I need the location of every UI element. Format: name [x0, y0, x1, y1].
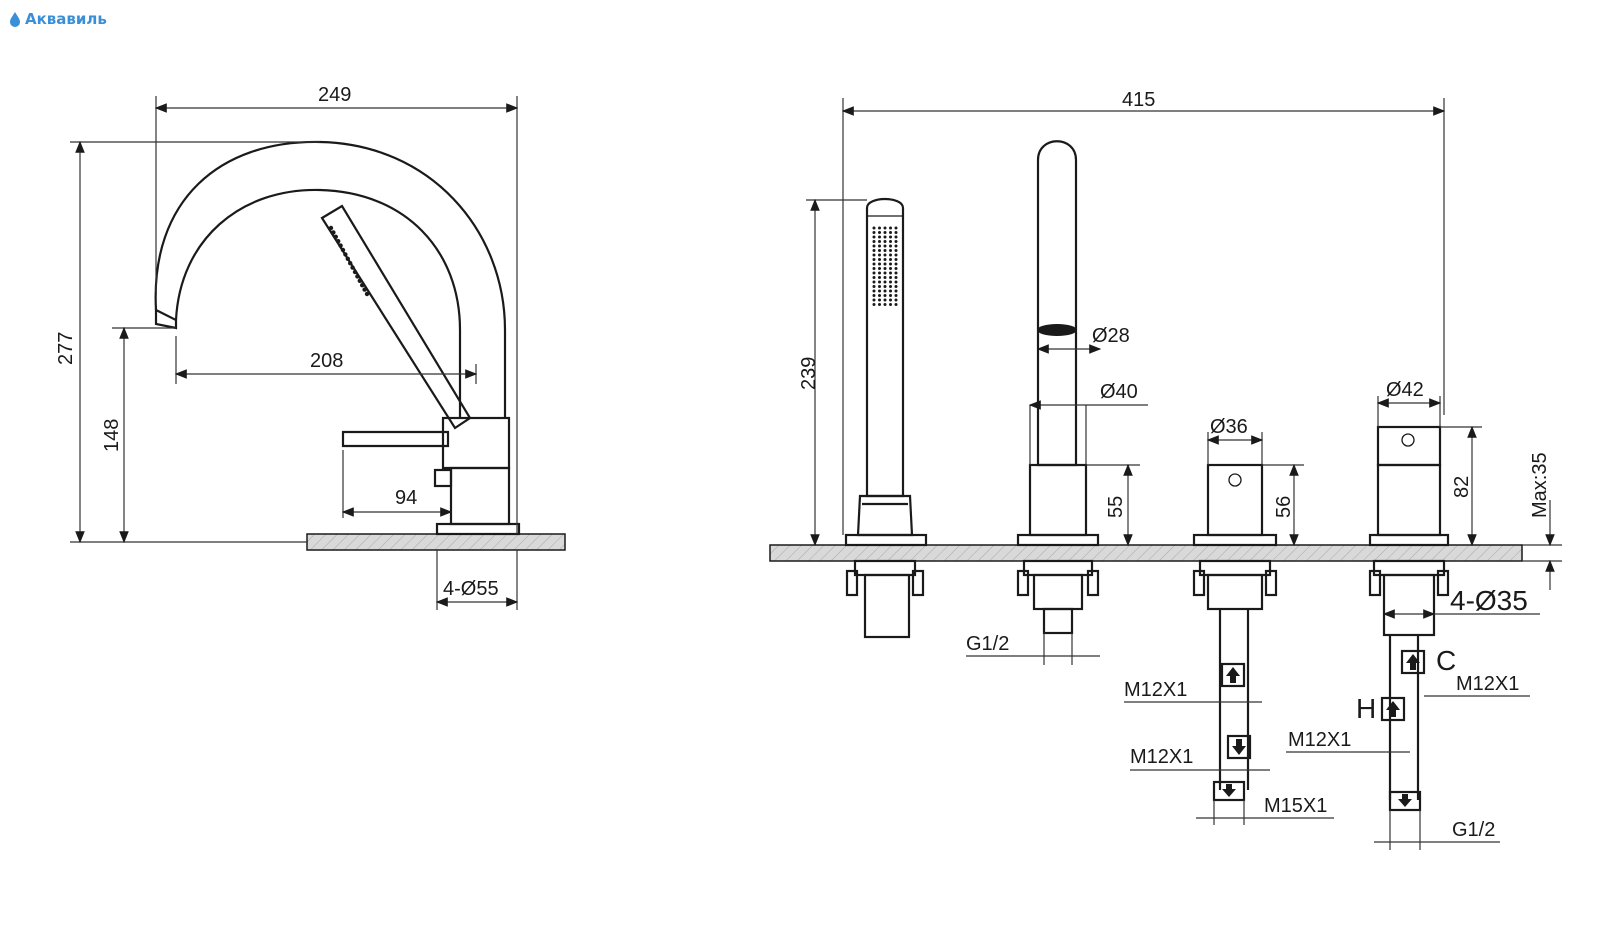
- dim-239: 239: [798, 357, 820, 390]
- dim-dia-36: Ø36: [1210, 416, 1248, 438]
- hand-shower-side: [320, 204, 472, 430]
- mixer-base: [435, 522, 521, 536]
- brand-name: Аквавиль: [25, 10, 107, 28]
- flow-up-arrow: [1226, 667, 1240, 683]
- spout-tip: [154, 308, 178, 330]
- dim-208: 208: [310, 350, 343, 372]
- dim-277: 277: [55, 332, 77, 365]
- diverter-valve: [1192, 463, 1278, 802]
- dim-415: 415: [1122, 89, 1155, 111]
- spout-side-view: 249 277 148 208 94 4-Ø55: [55, 84, 566, 610]
- hose-outlet: [1016, 140, 1100, 635]
- mixer-lower-body: [449, 466, 511, 526]
- dim-82: 82: [1451, 476, 1473, 498]
- dim-dia-40: Ø40: [1100, 381, 1138, 403]
- mixer-valve: [1368, 425, 1450, 812]
- dim-m15: M15X1: [1264, 795, 1327, 817]
- brand-logo[interactable]: Аквавиль: [8, 10, 107, 28]
- dim-m12-valve-bottom: M12X1: [1130, 746, 1193, 768]
- deck-right: [769, 544, 1523, 562]
- hand-shower-front: [844, 197, 928, 639]
- flow-down-arrow: [1232, 739, 1246, 755]
- dim-m12-valve-top: M12X1: [1124, 679, 1187, 701]
- label-hot: H: [1356, 693, 1376, 724]
- dim-148: 148: [101, 419, 123, 452]
- dim-max-35: Max:35: [1529, 452, 1551, 518]
- dim-94: 94: [395, 487, 417, 509]
- spout-arch-inner: [174, 188, 462, 418]
- lever-knob: [433, 468, 453, 488]
- dim-249: 249: [318, 84, 351, 106]
- dim-56: 56: [1273, 496, 1295, 518]
- dim-m12-mixer-hot: M12X1: [1288, 729, 1351, 751]
- dim-g12-right: G1/2: [1452, 819, 1495, 841]
- label-cold: C: [1436, 645, 1456, 676]
- dim-m12-mixer-cold: M12X1: [1456, 673, 1519, 695]
- water-drop-icon: [10, 12, 20, 27]
- lever-handle: [341, 430, 450, 448]
- deck-left: [306, 533, 566, 551]
- spout-arch-outer: [154, 140, 507, 418]
- dim-g12-left: G1/2: [966, 633, 1009, 655]
- dim-4-55: 4-Ø55: [443, 578, 499, 600]
- dim-dia-28: Ø28: [1092, 325, 1130, 347]
- dim-dia-42: Ø42: [1386, 379, 1424, 401]
- dim-55: 55: [1105, 496, 1127, 518]
- dim-4-35: 4-Ø35: [1450, 585, 1528, 616]
- deck-front-view: 415 239 Ø28 Ø40 55 G1/2 Ø36 56: [769, 89, 1562, 850]
